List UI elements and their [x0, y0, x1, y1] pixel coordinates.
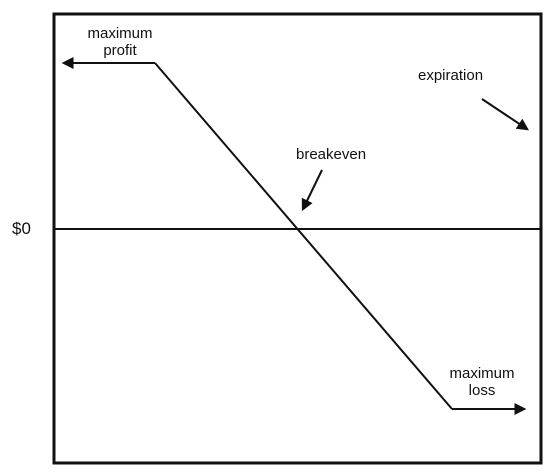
zero-label: $0 [12, 219, 31, 238]
expiration-label: expiration [418, 67, 484, 84]
plot-frame [52, 12, 543, 465]
max-profit-label-line2: profit [103, 42, 137, 59]
max-profit-label-line1: maximum [87, 25, 153, 42]
breakeven-label: breakeven [296, 146, 367, 163]
max-loss-label-line1: maximum [449, 365, 515, 382]
max-profit-label: maximum profit [80, 25, 160, 59]
max-loss-label: maximum loss [442, 365, 522, 399]
expiration-arrow [481, 98, 529, 131]
max-loss-label-line2: loss [468, 382, 496, 399]
breakeven-arrow [301, 169, 323, 212]
payoff-line [154, 62, 453, 410]
